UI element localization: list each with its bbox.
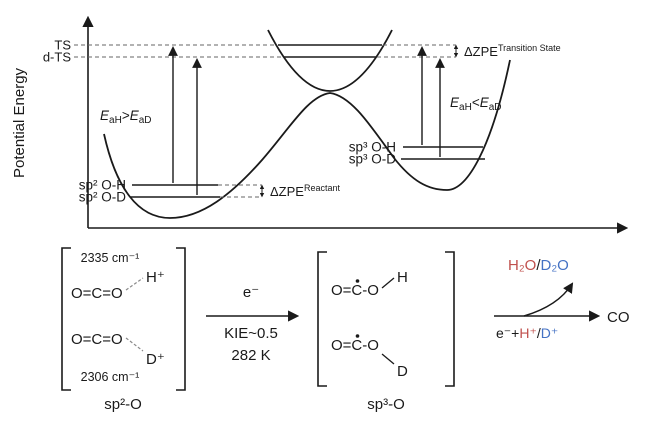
electron-label: e⁻ bbox=[243, 284, 259, 301]
zpe-ts-label: ΔZPETransition State bbox=[464, 43, 561, 59]
water-label: H₂O/D₂O bbox=[508, 257, 569, 274]
sp3-o-label: sp³-O bbox=[367, 396, 405, 413]
water-branch-arrow bbox=[523, 282, 574, 317]
h-atom-label: H bbox=[397, 269, 408, 286]
sp2-od-label: sp² O-D bbox=[79, 190, 127, 205]
radical-dot-d bbox=[355, 334, 360, 338]
right-bracket-close bbox=[445, 251, 455, 387]
left-bracket-close bbox=[176, 247, 186, 391]
ea-left-label: EaH>EaD bbox=[100, 108, 152, 126]
co-product-label: CO bbox=[607, 309, 630, 326]
co2-molecule-d: O=C=O bbox=[71, 331, 123, 348]
proton-h-label: H⁺ bbox=[146, 269, 165, 286]
hydrogen-bond-d bbox=[125, 337, 144, 352]
deuteron-d-label: D⁺ bbox=[146, 351, 165, 368]
frequency-d-label: 2306 cm⁻¹ bbox=[81, 370, 140, 384]
ea-right-label: EaH<EaD bbox=[450, 95, 502, 113]
d-atom-label: D bbox=[397, 363, 408, 380]
hydrogen-bond-h bbox=[125, 277, 144, 291]
potential-energy-curve bbox=[103, 59, 511, 219]
frequency-h-label: 2335 cm⁻¹ bbox=[81, 251, 140, 265]
radical-molecule-d: O=C-O bbox=[331, 337, 379, 354]
electron-proton-label: e⁻+H⁺/D⁺ bbox=[496, 325, 558, 341]
oh-bond-h bbox=[381, 277, 395, 289]
energy-diagram: Potential Energy TS d-TS ΔZPETransition … bbox=[11, 15, 629, 234]
temperature-label: 282 K bbox=[231, 347, 270, 364]
reaction-scheme: 2335 cm⁻¹ O=C=O H⁺ O=C=O D⁺ 2306 cm⁻¹ sp… bbox=[61, 247, 630, 413]
radical-dot-h bbox=[355, 279, 360, 283]
transition-state-parabola bbox=[267, 29, 393, 92]
kie-label: KIE~0.5 bbox=[224, 325, 278, 342]
right-bracket-open bbox=[317, 251, 327, 387]
sp3-od-label: sp³ O-D bbox=[349, 152, 397, 167]
y-axis-label: Potential Energy bbox=[11, 67, 28, 178]
zpe-reactant-label: ΔZPEReactant bbox=[270, 183, 340, 199]
od-bond-d bbox=[381, 353, 395, 365]
sp3-oh-label: sp³ O-H bbox=[349, 140, 396, 155]
sp2-oh-label: sp² O-H bbox=[79, 178, 126, 193]
co2-molecule-h: O=C=O bbox=[71, 285, 123, 302]
radical-molecule-h: O=C-O bbox=[331, 282, 379, 299]
left-bracket-open bbox=[61, 247, 71, 391]
ts-label: TS bbox=[54, 38, 71, 53]
dts-label: d-TS bbox=[43, 50, 72, 65]
sp2-o-label: sp²-O bbox=[104, 396, 142, 413]
